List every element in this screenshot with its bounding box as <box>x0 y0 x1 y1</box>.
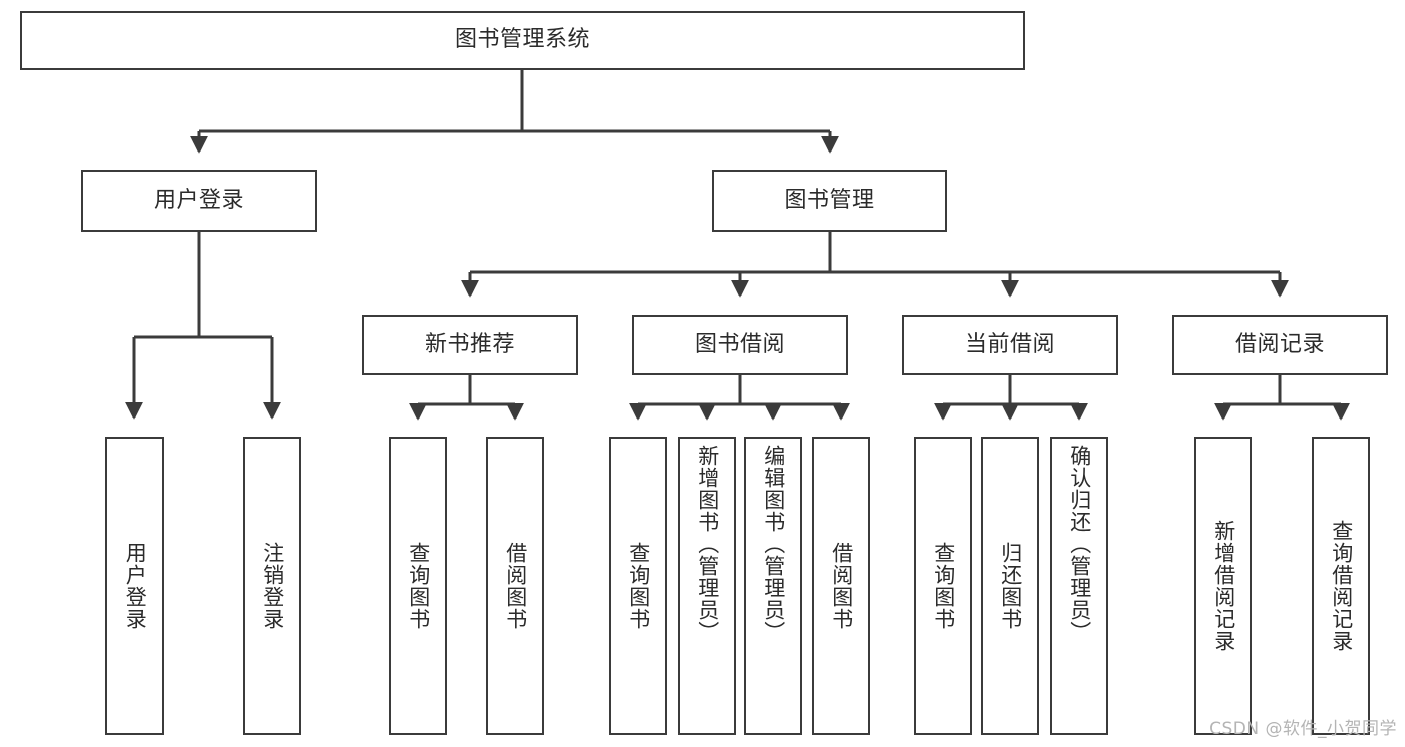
node-leaf-user-login[interactable]: 用户登录 <box>105 437 164 735</box>
node-book-manage[interactable]: 图书管理 <box>712 170 947 232</box>
node-label: 借阅记录 <box>1234 331 1325 357</box>
node-leaf-current-confirm-return[interactable]: 确认归还（管理员） <box>1050 437 1108 735</box>
node-leaf-rec-borrow-book[interactable]: 借阅图书 <box>486 437 544 735</box>
node-label: 用户登录 <box>153 187 244 213</box>
node-root[interactable]: 图书管理系统 <box>20 11 1025 70</box>
node-label: 归还图书 <box>998 542 1023 630</box>
node-label: 用户登录 <box>123 542 148 630</box>
node-label: 新增图书（管理员） <box>695 445 720 643</box>
node-label: 图书借阅 <box>694 331 785 357</box>
node-label: 图书管理 <box>784 187 875 213</box>
node-label: 借阅图书 <box>829 542 854 630</box>
node-label: 注销登录 <box>260 542 285 630</box>
node-label: 确认归还（管理员） <box>1067 445 1092 643</box>
node-leaf-borrow-loan-book[interactable]: 借阅图书 <box>812 437 870 735</box>
node-leaf-borrow-query-book[interactable]: 查询图书 <box>609 437 667 735</box>
node-book-borrow[interactable]: 图书借阅 <box>632 315 848 375</box>
node-label: 查询借阅记录 <box>1329 520 1354 652</box>
node-label: 查询图书 <box>931 542 956 630</box>
node-label: 新增借阅记录 <box>1211 520 1236 652</box>
node-borrow-record[interactable]: 借阅记录 <box>1172 315 1388 375</box>
node-label: 编辑图书（管理员） <box>761 445 786 643</box>
node-leaf-borrow-add-book[interactable]: 新增图书（管理员） <box>678 437 736 735</box>
node-leaf-record-query[interactable]: 查询借阅记录 <box>1312 437 1370 735</box>
node-leaf-current-return-book[interactable]: 归还图书 <box>981 437 1039 735</box>
node-label: 借阅图书 <box>503 542 528 630</box>
node-user-login[interactable]: 用户登录 <box>81 170 317 232</box>
node-label: 查询图书 <box>406 542 431 630</box>
node-label: 当前借阅 <box>964 331 1055 357</box>
node-label: 图书管理系统 <box>454 27 590 53</box>
node-leaf-rec-query-book[interactable]: 查询图书 <box>389 437 447 735</box>
node-leaf-user-logout[interactable]: 注销登录 <box>243 437 301 735</box>
node-label: 查询图书 <box>626 542 651 630</box>
node-leaf-record-add[interactable]: 新增借阅记录 <box>1194 437 1252 735</box>
node-leaf-current-query-book[interactable]: 查询图书 <box>914 437 972 735</box>
node-current-borrow[interactable]: 当前借阅 <box>902 315 1118 375</box>
node-new-book-rec[interactable]: 新书推荐 <box>362 315 578 375</box>
node-leaf-borrow-edit-book[interactable]: 编辑图书（管理员） <box>744 437 802 735</box>
node-label: 新书推荐 <box>424 331 515 357</box>
